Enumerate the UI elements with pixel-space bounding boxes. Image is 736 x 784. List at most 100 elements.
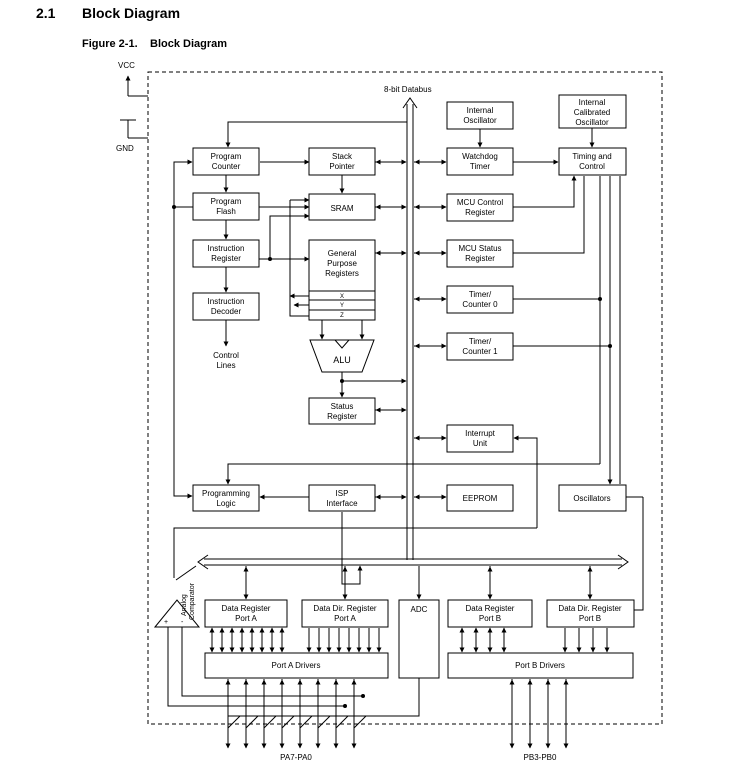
- svg-text:Register: Register: [465, 208, 495, 217]
- svg-text:Timing and: Timing and: [572, 152, 611, 161]
- svg-text:+: +: [164, 619, 168, 626]
- svg-text:-: -: [181, 619, 184, 626]
- svg-text:Decoder: Decoder: [211, 307, 242, 316]
- svg-text:Instruction: Instruction: [208, 297, 245, 306]
- svg-text:Stack: Stack: [332, 152, 353, 161]
- figure-number: Figure 2-1.: [82, 38, 138, 50]
- svg-text:Purpose: Purpose: [327, 259, 357, 268]
- gnd-label: GND: [116, 144, 134, 153]
- section-title: Block Diagram: [82, 5, 181, 21]
- vcc-symbol: VCC: [118, 61, 148, 97]
- svg-text:Program: Program: [211, 197, 242, 206]
- svg-text:Program: Program: [211, 152, 242, 161]
- control-lines-label: Control: [213, 351, 239, 360]
- adc-tap-line: [227, 715, 241, 729]
- timer-counter-1-block: Timer/ Counter 1: [446, 332, 514, 361]
- svg-text:Timer/: Timer/: [469, 337, 492, 346]
- adc-tap-line: [263, 715, 277, 729]
- section-number: 2.1: [36, 5, 56, 21]
- svg-text:Register: Register: [327, 412, 357, 421]
- internal-calibrated-oscillator-block: Internal Calibrated Oscillator: [558, 94, 627, 129]
- svg-text:ADC: ADC: [411, 605, 428, 614]
- comparator-input-wiring: [167, 627, 420, 717]
- svg-text:X: X: [340, 294, 344, 300]
- svg-text:MCU Status: MCU Status: [458, 244, 501, 253]
- svg-text:Oscillator: Oscillator: [463, 116, 497, 125]
- adc-tap-line: [281, 715, 295, 729]
- isp-interface-block: ISP Interface: [308, 484, 376, 512]
- svg-text:Status: Status: [331, 402, 354, 411]
- svg-text:Counter: Counter: [212, 162, 241, 171]
- eeprom-block: EEPROM: [446, 484, 514, 512]
- svg-text:ISP: ISP: [336, 489, 349, 498]
- control-lines-label-2: Lines: [216, 361, 235, 370]
- svg-text:Port B: Port B: [479, 614, 501, 623]
- port-a-pin-label: PA7-PA0: [280, 753, 312, 762]
- svg-text:MCU Control: MCU Control: [457, 198, 503, 207]
- svg-text:Calibrated: Calibrated: [574, 108, 610, 117]
- mcu-control-register-block: MCU Control Register: [446, 193, 514, 222]
- data-dir-register-port-a-block: Data Dir. Register Port A: [301, 599, 389, 628]
- svg-text:Instruction: Instruction: [208, 244, 245, 253]
- svg-text:Internal: Internal: [467, 106, 494, 115]
- svg-text:Register: Register: [465, 254, 495, 263]
- middle-column-wiring: [319, 159, 407, 413]
- stack-pointer-block: Stack Pointer: [308, 147, 376, 176]
- svg-text:Data Dir. Register: Data Dir. Register: [313, 604, 376, 613]
- port-b-pin-label: PB3-PB0: [524, 753, 557, 762]
- svg-text:Unit: Unit: [473, 439, 488, 448]
- watchdog-timer-block: Watchdog Timer: [446, 147, 514, 176]
- svg-text:Interrupt: Interrupt: [465, 429, 496, 438]
- port-b-drivers-block: Port B Drivers: [447, 652, 634, 679]
- svg-text:Pointer: Pointer: [329, 162, 355, 171]
- svg-text:General: General: [328, 249, 357, 258]
- svg-text:Analog: Analog: [181, 594, 188, 616]
- right-side-wiring: [225, 128, 644, 611]
- svg-text:Counter 0: Counter 0: [462, 300, 498, 309]
- svg-text:Data Register: Data Register: [222, 604, 271, 613]
- data-register-port-b-block: Data Register Port B: [447, 599, 533, 628]
- svg-text:Oscillator: Oscillator: [575, 118, 609, 127]
- svg-text:SRAM: SRAM: [330, 204, 353, 213]
- left-column-wiring: [172, 121, 407, 499]
- svg-text:Y: Y: [340, 303, 344, 309]
- instruction-register-block: Instruction Register: [192, 239, 260, 268]
- alu-block: ALU: [309, 339, 375, 373]
- interrupt-unit-block: Interrupt Unit: [446, 424, 514, 453]
- svg-text:Z: Z: [340, 313, 344, 319]
- adc-tap-line: [335, 715, 349, 729]
- port-a-drivers-block: Port A Drivers: [204, 652, 389, 679]
- data-register-port-a-block: Data Register Port A: [204, 599, 288, 628]
- svg-text:Port B: Port B: [579, 614, 601, 623]
- gp-registers-block: General Purpose Registers X Y Z: [308, 239, 376, 321]
- adc-tap-line: [245, 715, 259, 729]
- svg-text:Oscillators: Oscillators: [573, 494, 610, 503]
- sram-block: SRAM: [308, 193, 376, 221]
- timer-counter-0-block: Timer/ Counter 0: [446, 285, 514, 314]
- svg-text:EEPROM: EEPROM: [463, 494, 498, 503]
- svg-text:Control: Control: [579, 162, 605, 171]
- adc-block: ADC: [398, 599, 440, 679]
- io-bus: [197, 554, 629, 570]
- svg-text:Port A: Port A: [334, 614, 356, 623]
- svg-text:Counter 1: Counter 1: [462, 347, 498, 356]
- analog-comparator-block: + - Analog Comparator: [153, 582, 201, 628]
- oscillators-block: Oscillators: [558, 484, 627, 512]
- svg-text:Port A Drivers: Port A Drivers: [272, 661, 321, 670]
- instruction-decoder-block: Instruction Decoder: [192, 292, 260, 321]
- chip-boundary: [147, 71, 663, 725]
- mcu-status-register-block: MCU Status Register: [446, 239, 514, 268]
- svg-text:Programming: Programming: [202, 489, 250, 498]
- vcc-label: VCC: [118, 61, 135, 70]
- svg-text:Interface: Interface: [326, 499, 358, 508]
- svg-text:Internal: Internal: [579, 98, 606, 107]
- gnd-symbol: GND: [116, 119, 148, 153]
- isp-wiring: [173, 494, 537, 585]
- databus: [402, 97, 418, 560]
- svg-text:Port B Drivers: Port B Drivers: [515, 661, 565, 670]
- data-dir-register-port-b-block: Data Dir. Register Port B: [546, 599, 635, 628]
- svg-text:Port A: Port A: [235, 614, 257, 623]
- svg-text:Registers: Registers: [325, 269, 359, 278]
- svg-text:Logic: Logic: [216, 499, 235, 508]
